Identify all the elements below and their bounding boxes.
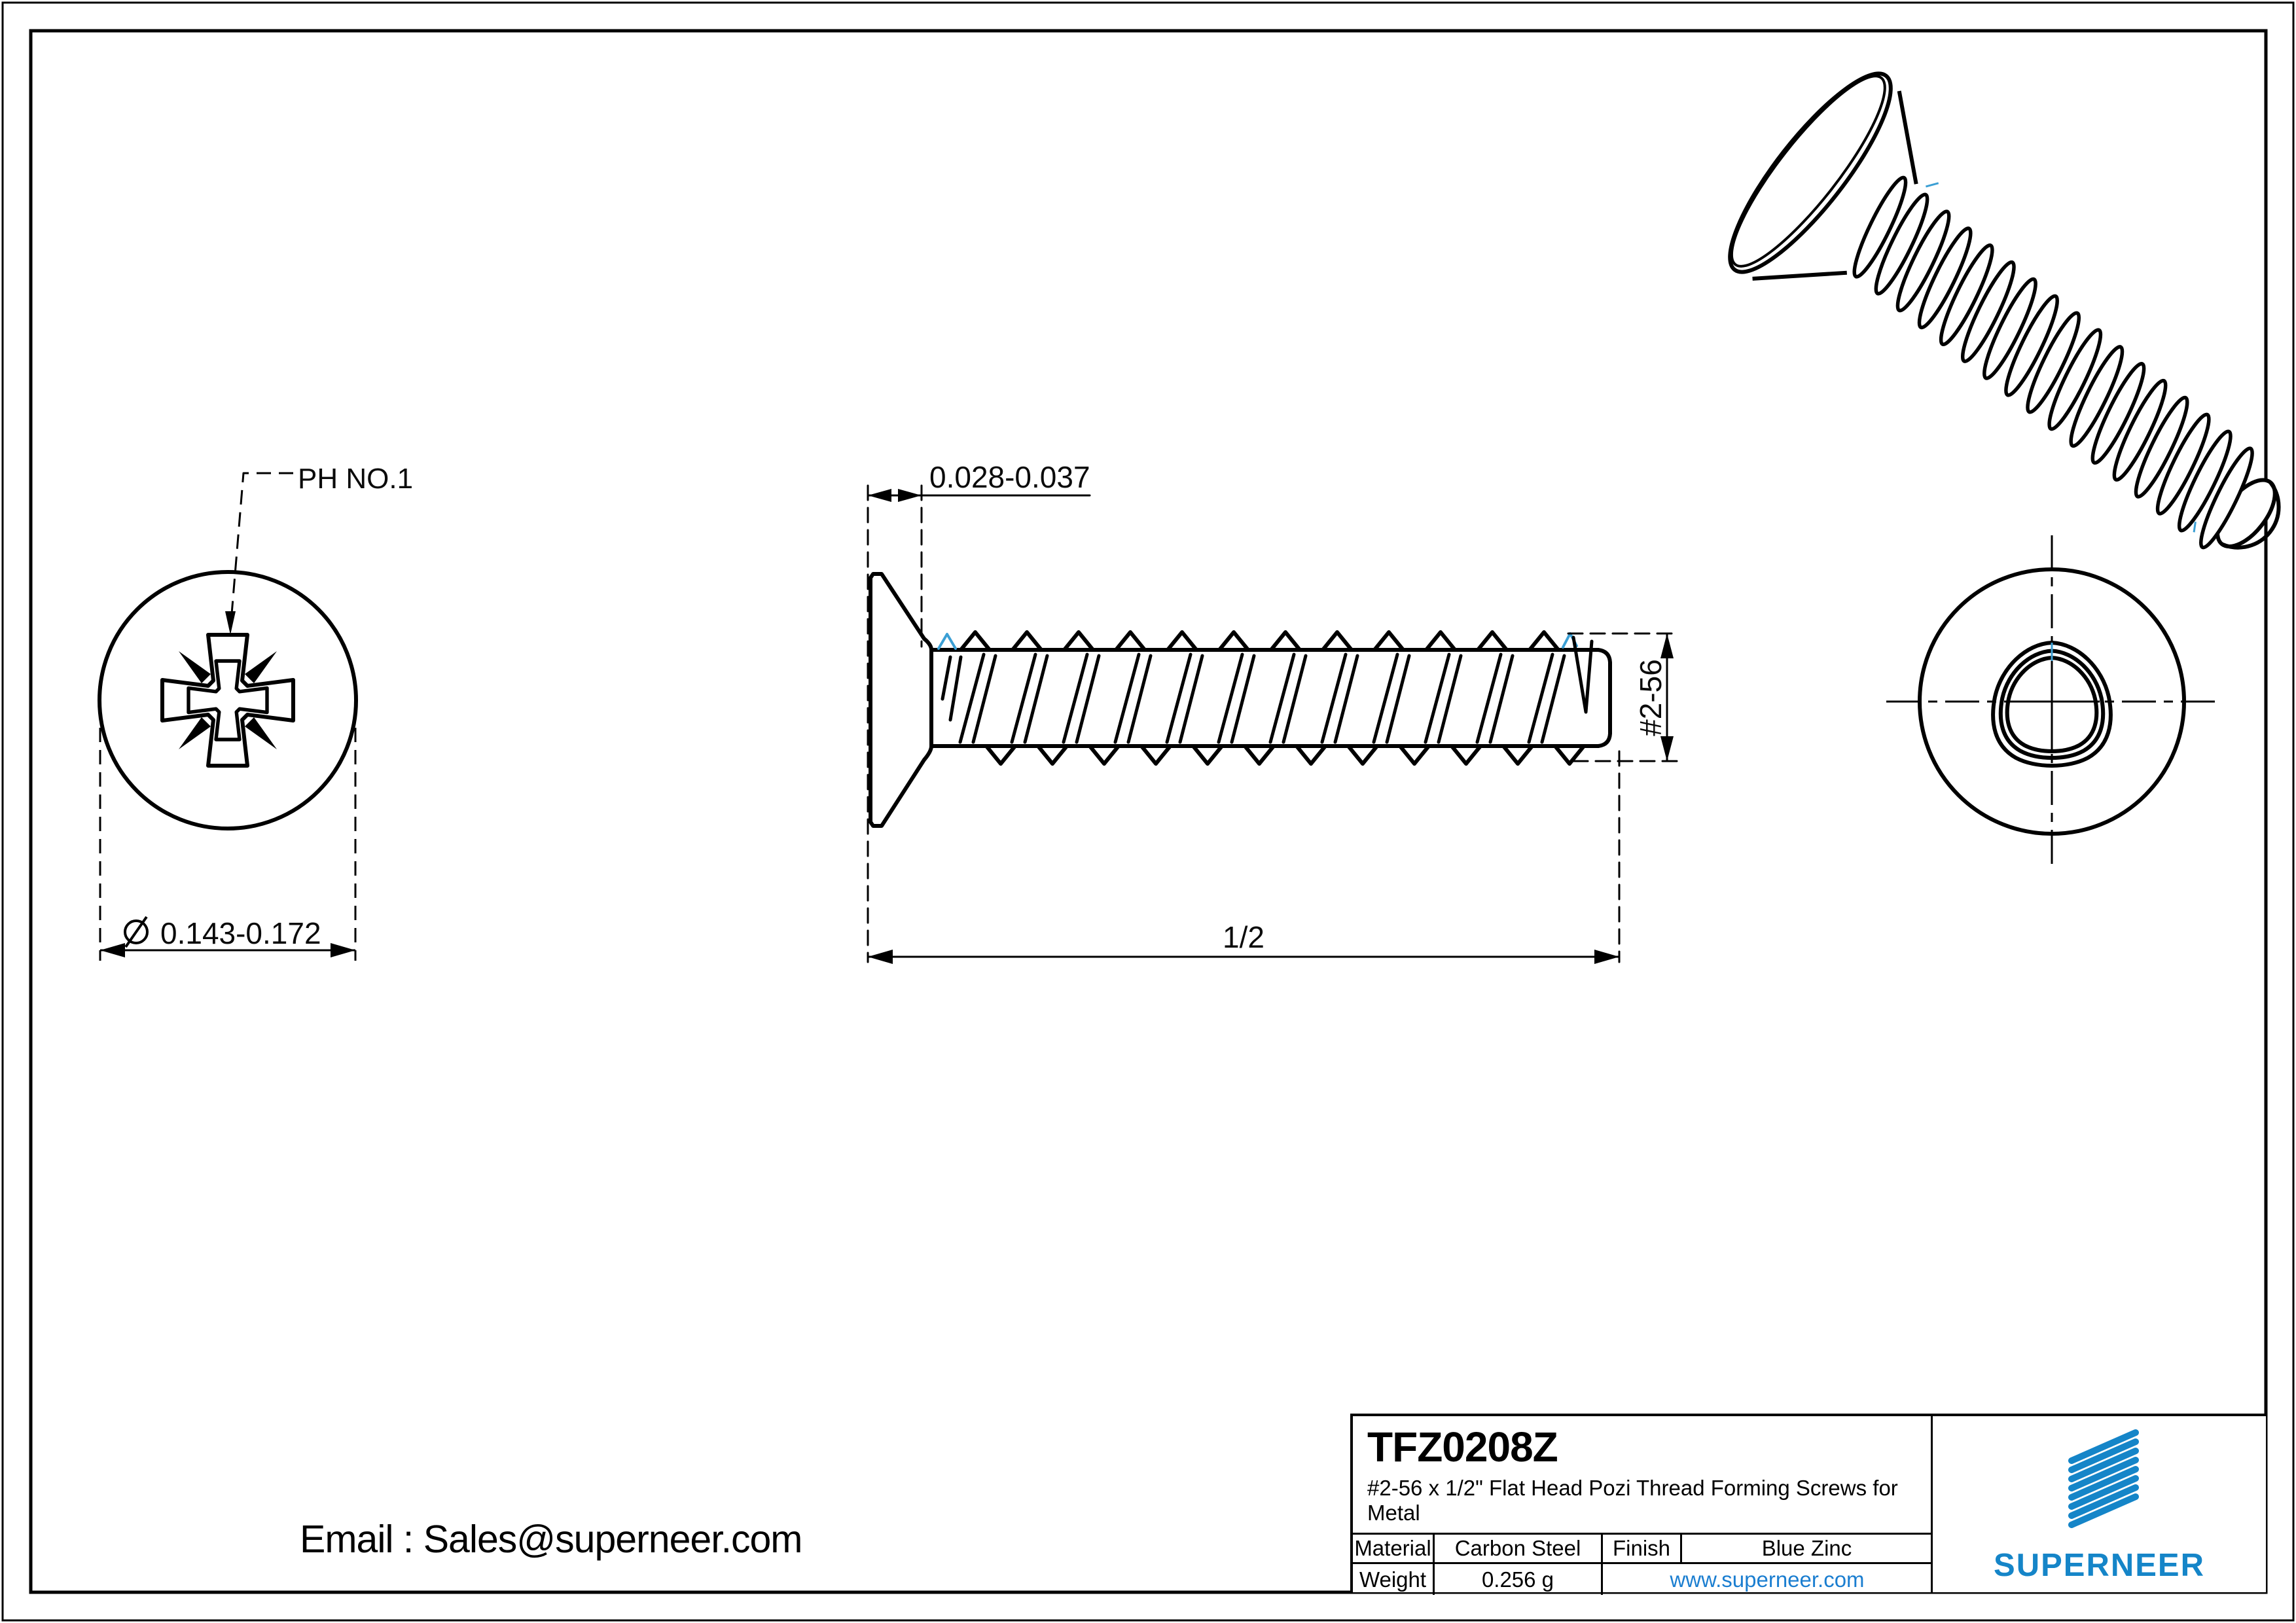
spec-row-weight: Weight 0.256 g www.superneer.com	[1353, 1564, 1931, 1595]
thread-profile	[958, 630, 1586, 766]
spec-row-material: Material Carbon Steel Finish Blue Zinc	[1353, 1535, 1931, 1564]
length-dim-label: 1/2	[1223, 920, 1265, 954]
thread-runout-mark	[937, 633, 957, 650]
spec-table: Material Carbon Steel Finish Blue Zinc W…	[1353, 1533, 1931, 1595]
brand-name: SUPERNEER	[1994, 1548, 2205, 1583]
head-dim-label: 0.028-0.037	[929, 460, 1090, 494]
website-cell: www.superneer.com	[1601, 1564, 1931, 1595]
finish-label: Finish	[1601, 1535, 1680, 1562]
callout-leader	[229, 472, 293, 630]
inner-border	[29, 29, 2268, 1594]
trilobular-section	[1991, 641, 2113, 768]
isometric-view	[1728, 71, 2281, 550]
material-label: Material	[1354, 1536, 1431, 1560]
pozi-recess-icon	[160, 633, 295, 768]
brand-logo-icon	[2068, 1429, 2139, 1528]
material-value: Carbon Steel	[1433, 1535, 1601, 1562]
website-link[interactable]: www.superneer.com	[1670, 1567, 1865, 1592]
iso-thread-crests	[1852, 175, 2254, 550]
title-block-info: TFZ0208Z #2-56 x 1/2" Flat Head Pozi Thr…	[1353, 1416, 1931, 1595]
iso-head-face	[1728, 71, 1893, 274]
part-description: #2-56 x 1/2" Flat Head Pozi Thread Formi…	[1367, 1476, 1898, 1525]
weight-value: 0.256 g	[1433, 1564, 1601, 1595]
finish-value: Blue Zinc	[1680, 1535, 1931, 1562]
contact-email: Email : Sales@superneer.com	[300, 1518, 802, 1561]
callout-ph-label: PH NO.1	[298, 463, 413, 495]
part-number: TFZ0208Z	[1367, 1423, 1558, 1471]
brand-panel: SUPERNEER	[1931, 1416, 2266, 1592]
front-view	[98, 472, 358, 961]
weight-label: Weight	[1359, 1567, 1427, 1592]
leader-arrowhead	[225, 611, 236, 635]
side-view	[867, 484, 1679, 964]
title-block-header: TFZ0208Z #2-56 x 1/2" Flat Head Pozi Thr…	[1353, 1416, 1931, 1533]
diameter-dim-label: 0.143-0.172	[160, 916, 321, 950]
thread-dim-label: #2-56	[1634, 659, 1668, 736]
back-view	[1886, 535, 2217, 868]
diameter-symbol-icon	[124, 919, 149, 944]
title-block: TFZ0208Z #2-56 x 1/2" Flat Head Pozi Thr…	[1350, 1414, 2266, 1595]
